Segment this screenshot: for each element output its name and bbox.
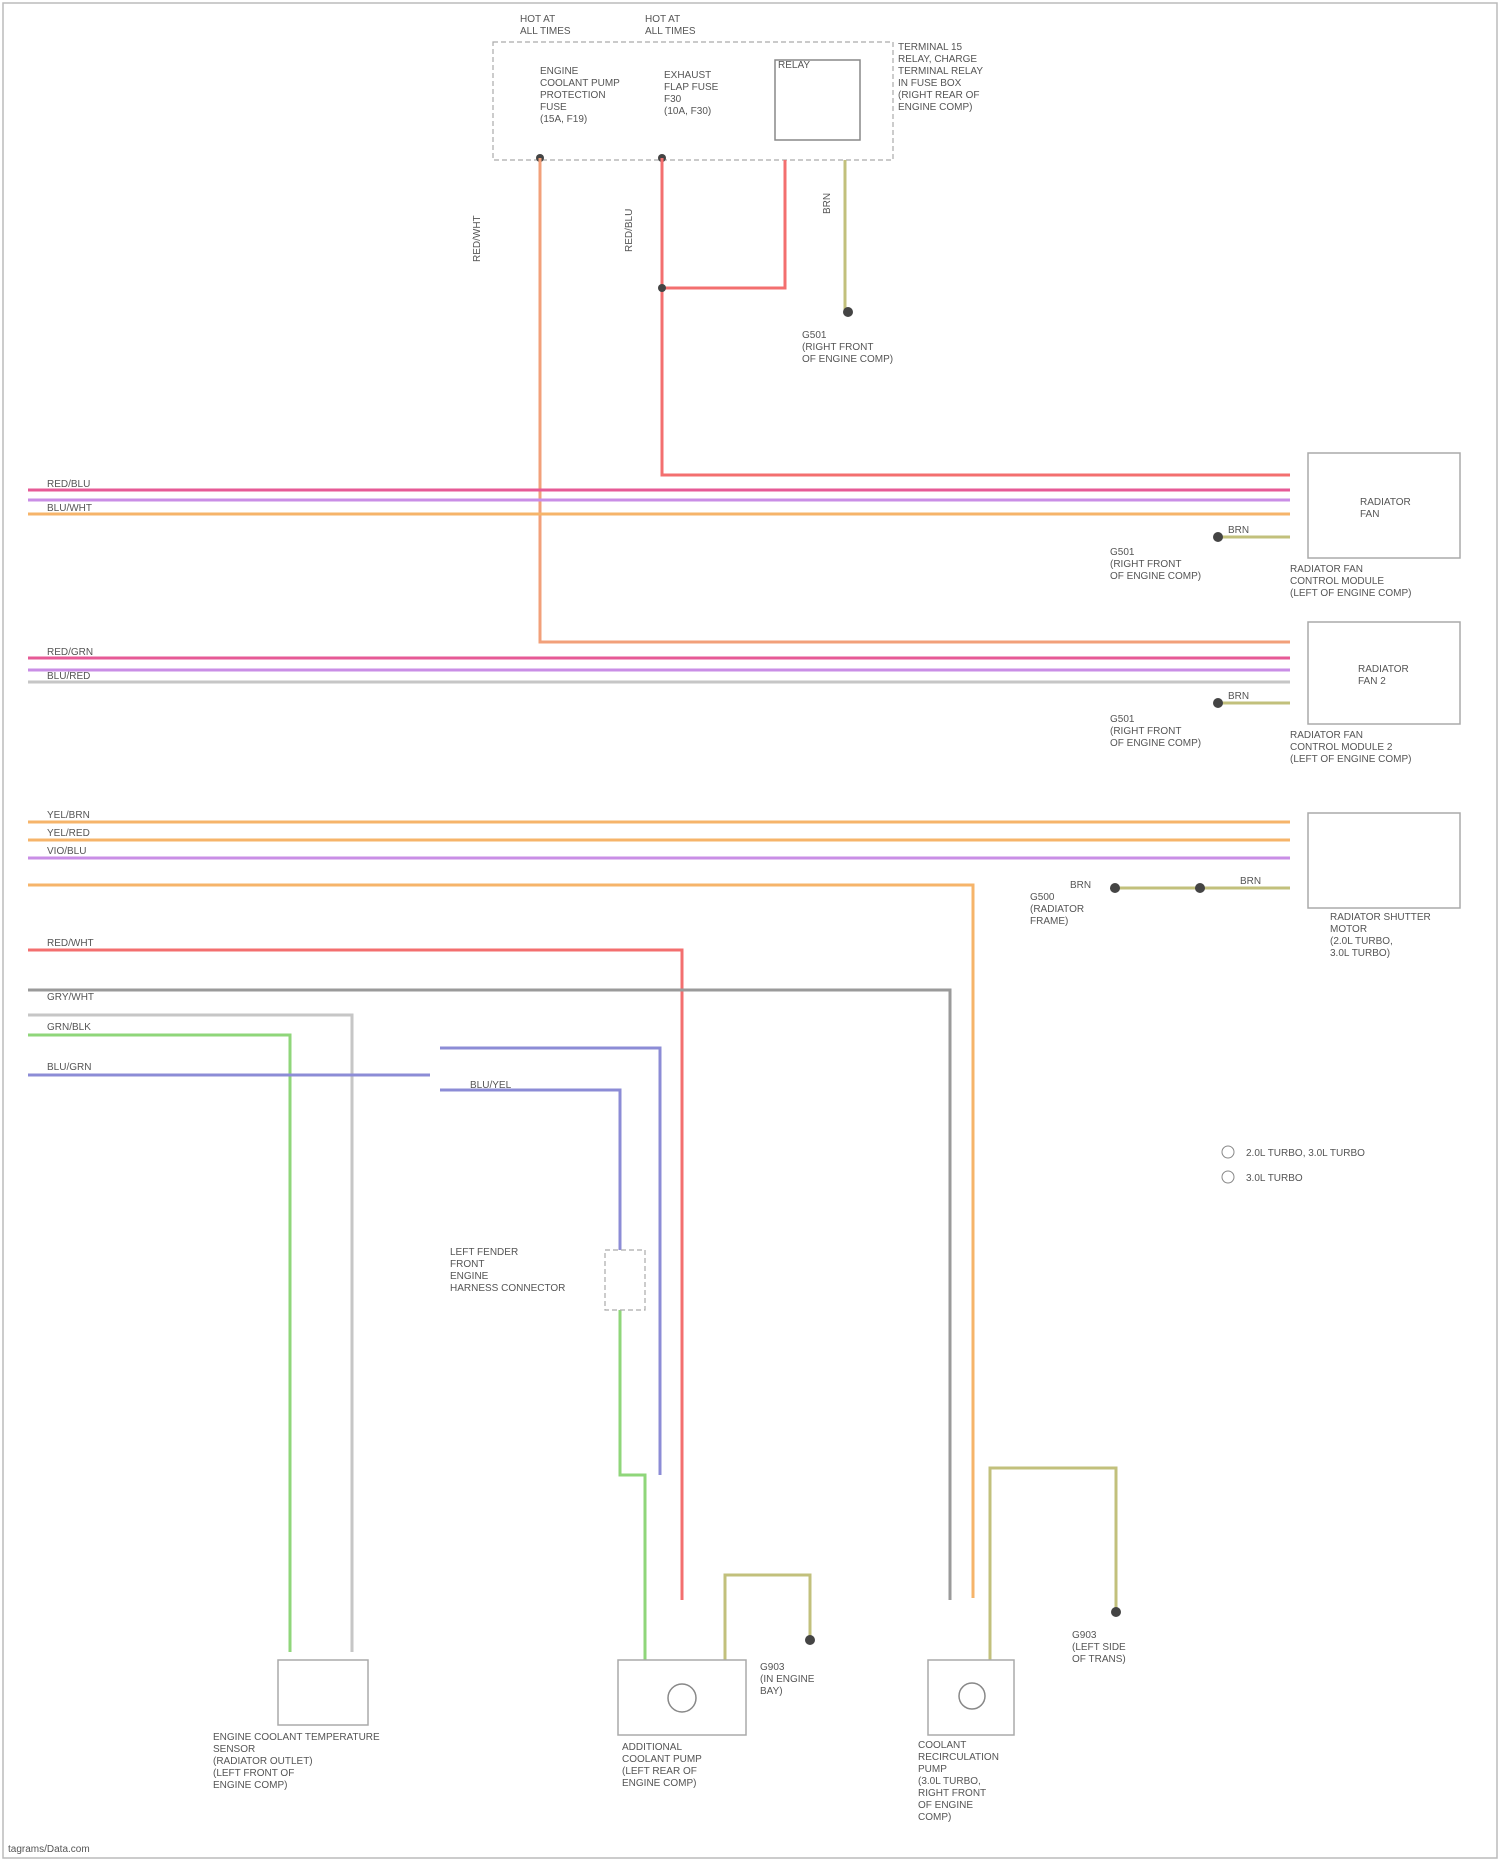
legend-text-2: 3.0L TURBO	[1246, 1173, 1303, 1184]
wire-blue-bottom	[440, 1090, 620, 1250]
wire-label-fan1-1: RED/BLU	[47, 479, 90, 490]
shutter-motor-box	[1308, 813, 1460, 908]
wire-label-shutter-3: VIO/BLU	[47, 846, 86, 857]
wire-label-top-3: BRN	[822, 193, 833, 214]
wire-label-blue2: BLU/YEL	[470, 1080, 512, 1091]
wire-label-blue: BLU/GRN	[47, 1062, 91, 1073]
coolant-pump-box	[618, 1660, 746, 1735]
wire-label-shutter-2: YEL/RED	[47, 828, 90, 839]
coolant-pump-motor-icon	[668, 1684, 696, 1712]
fender-connector	[605, 1250, 645, 1310]
wire-label-shutter-4: BRN	[1070, 880, 1091, 891]
ground-dot-3	[1110, 883, 1120, 893]
wire-label-shutter-1: YEL/BRN	[47, 810, 90, 821]
ground-dot-5	[1111, 1607, 1121, 1617]
wire-label-fan2-2: BLU/RED	[47, 671, 90, 682]
wire-label-top-2: RED/BLU	[624, 209, 635, 252]
splice-shutter	[1195, 883, 1205, 893]
splice-top	[658, 284, 666, 292]
wire-label-fan2-3: BRN	[1228, 691, 1249, 702]
footer-source: tagrams/Data.com	[8, 1844, 90, 1855]
wire-label-fan2-1: RED/GRN	[47, 647, 93, 658]
legend-text-1: 2.0L TURBO, 3.0L TURBO	[1246, 1148, 1365, 1159]
ground-dot-1	[1213, 532, 1223, 542]
legend-marker-2	[1222, 1171, 1234, 1183]
wire-recirc-ground	[990, 1468, 1116, 1660]
wire-label-shutter-5: BRN	[1240, 876, 1261, 887]
wire-label-fan1-2: BLU/WHT	[47, 503, 92, 514]
wire-green-to-ect	[28, 1035, 290, 1652]
wire-gray-to-ect	[28, 1015, 352, 1652]
wire-label-top-1: RED/WHT	[472, 215, 483, 262]
recirc-pump-motor-icon	[959, 1683, 985, 1709]
legend-marker-1	[1222, 1146, 1234, 1158]
relay-box	[775, 60, 860, 140]
ground-dot-4	[805, 1635, 815, 1645]
wire-label-gray: GRY/WHT	[47, 992, 94, 1003]
wire-label-green: GRN/BLK	[47, 1022, 91, 1033]
wire-shutter-to-recirc	[28, 885, 973, 1598]
legend: 2.0L TURBO, 3.0L TURBO 3.0L TURBO	[1222, 1146, 1365, 1184]
recirc-pump-box	[928, 1660, 1014, 1735]
relay-label: RELAY	[778, 60, 810, 71]
ground-dot-2	[1213, 698, 1223, 708]
wire-label-fan1-3: BRN	[1228, 525, 1249, 536]
wire-fuse-mid-to-fan1	[662, 288, 1290, 475]
page-frame	[3, 3, 1497, 1858]
ground-top-dot	[843, 307, 853, 317]
wire-label-red-bottom: RED/WHT	[47, 938, 94, 949]
ect-sensor-box	[278, 1660, 368, 1725]
shutter-motor: YEL/BRN YEL/RED VIO/BLU BRN BRN RADIATOR…	[28, 810, 1460, 1598]
wire-fuse-mid-to-relay	[662, 158, 785, 288]
wire-green-to-coolant-pump	[620, 1310, 645, 1660]
wire-coolant-pump-ground	[725, 1575, 810, 1660]
